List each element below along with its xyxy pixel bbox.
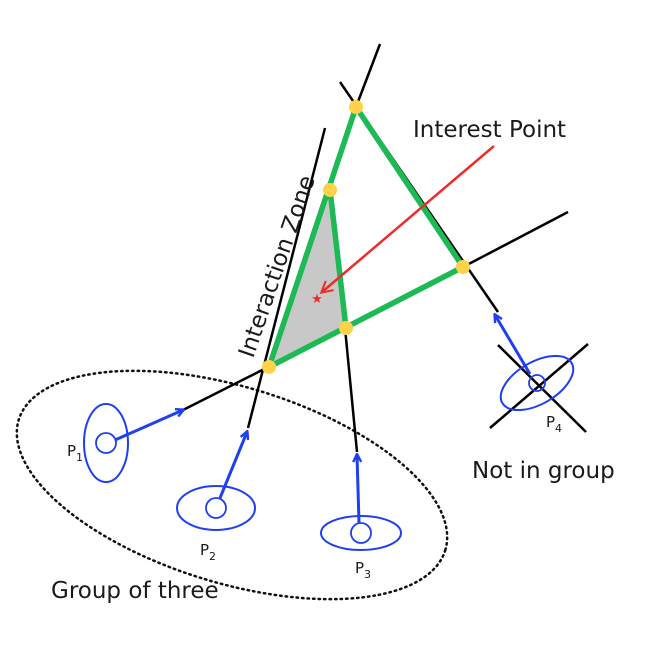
person-p4-direction-arrow — [495, 315, 532, 375]
group-ellipse — [15, 369, 449, 601]
intersection-point — [456, 260, 470, 274]
zone-edge-inner — [327, 187, 349, 331]
person-p2-head — [205, 497, 227, 519]
person-p3-direction-arrow — [357, 455, 359, 524]
interaction-zone-fill — [269, 190, 346, 367]
sight-line-p1-extension — [462, 210, 569, 269]
person-p1-body — [83, 403, 129, 483]
intersection-point — [323, 183, 337, 197]
person-p1-direction-arrow — [114, 410, 183, 442]
person-p4-label: P4 — [546, 413, 562, 435]
sight-line-p2 — [246, 127, 327, 429]
interest-star: ★ — [311, 292, 323, 307]
intersection-point — [262, 360, 276, 374]
person-p3 — [320, 455, 402, 551]
person-p1-label: P1 — [67, 442, 83, 464]
person-p2 — [176, 432, 256, 531]
person-p4 — [492, 315, 575, 412]
person-p3-head — [350, 522, 372, 544]
person-p4-head — [528, 374, 546, 392]
sight-line-p3 — [343, 327, 359, 453]
person-p2-direction-arrow — [218, 432, 247, 499]
person-p1-head — [95, 432, 117, 454]
group-of-three-label: Group of three — [51, 578, 219, 604]
person-p4-body — [499, 354, 575, 412]
zone-edge-outer — [266, 104, 466, 370]
person-p2-label: P2 — [200, 541, 216, 563]
interest-point-label: Interest Point — [413, 117, 566, 143]
intersection-point — [349, 100, 363, 114]
person-p3-label: P3 — [355, 559, 371, 581]
interest-arrow — [322, 145, 495, 292]
intersection-point — [339, 321, 353, 335]
person-p3-body — [320, 515, 402, 551]
person-p2-body — [176, 485, 256, 531]
not-in-group-label: Not in group — [472, 458, 615, 484]
sight-line-p4-top — [354, 43, 382, 108]
person-p1 — [83, 403, 183, 483]
